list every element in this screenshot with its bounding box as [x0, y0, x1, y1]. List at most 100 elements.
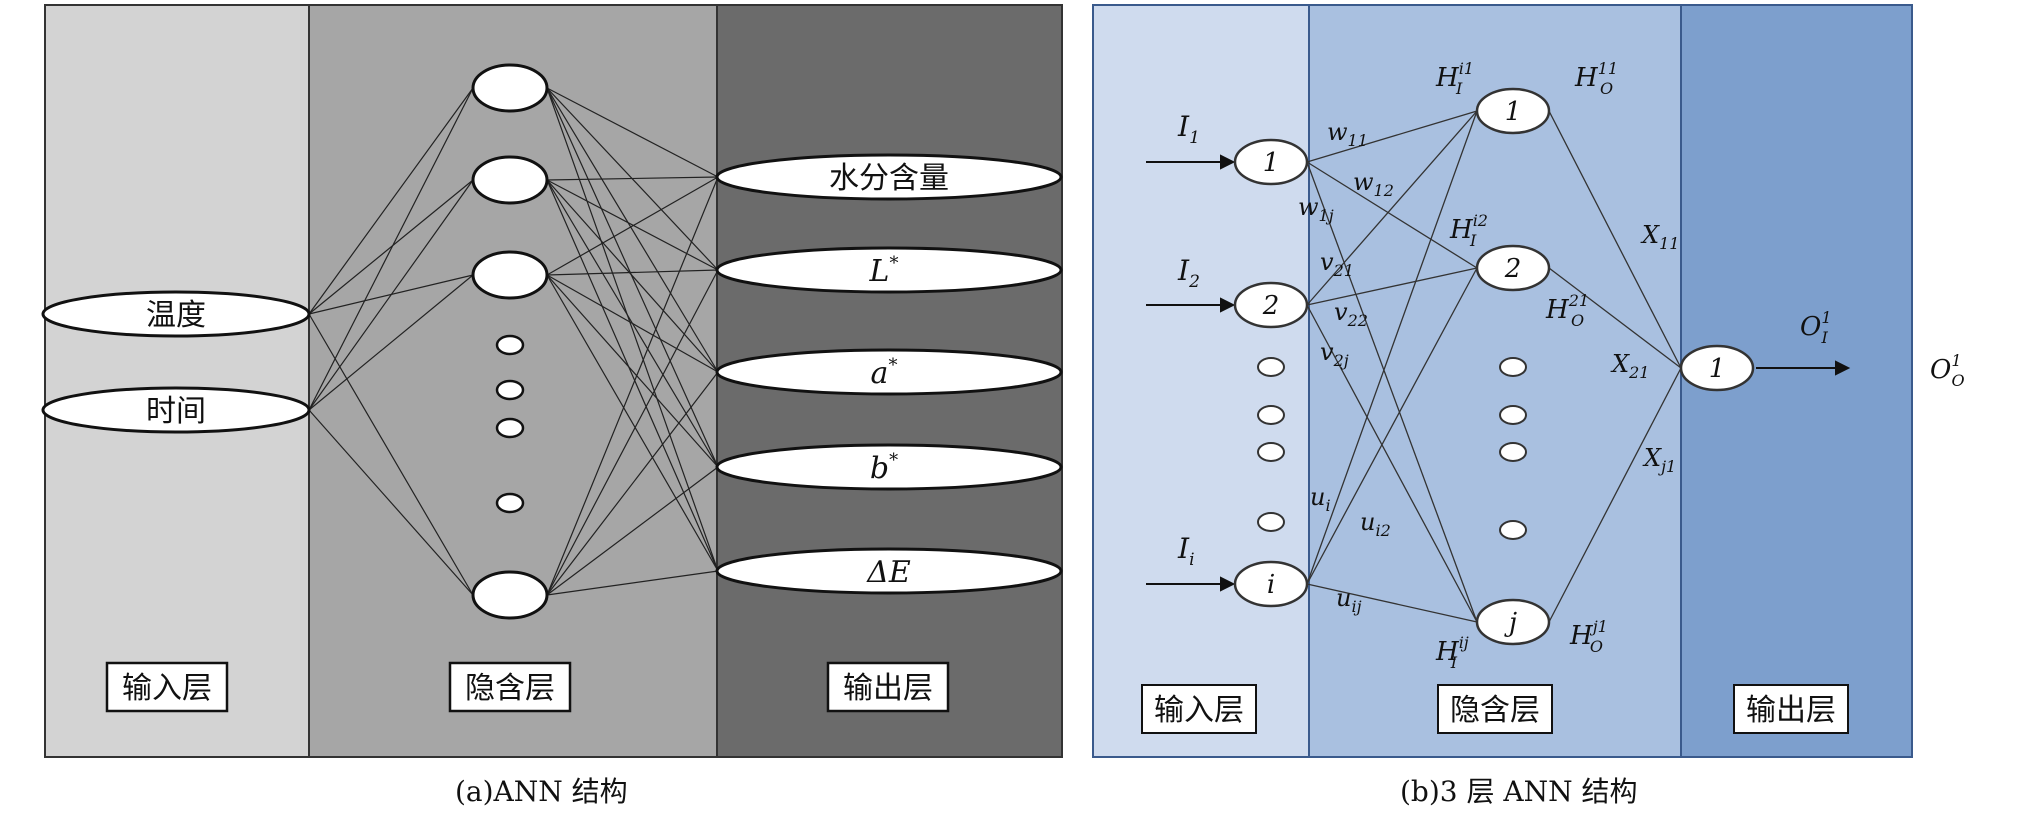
connection: [546, 269, 719, 276]
connection: [308, 87, 474, 315]
math-labels-b: I1 I2 Ii w11 w12 w1j v21 v22 v2j ui ui2 …: [1177, 59, 1965, 672]
layer-label-box: [826, 661, 950, 713]
layer-label-hidden: 隐含层: [1450, 693, 1540, 728]
diagram-a: 温度 时间 水分含量 L* a* b* ΔE 输入层 隐含层 输出层: [41, 4, 1063, 758]
weight-label: w11: [1327, 118, 1368, 150]
layer-label-hidden: 隐含层: [465, 671, 555, 706]
weight-label: w1j: [1298, 193, 1334, 225]
connection: [1306, 267, 1478, 585]
frame-b: [1092, 4, 1913, 758]
connection: [546, 87, 719, 572]
signal-label: I2: [1177, 254, 1200, 292]
connection: [546, 274, 719, 468]
signal-label: Ii: [1177, 532, 1195, 570]
ellipsis-dot: [1257, 357, 1285, 377]
connection: [308, 313, 474, 596]
connection: [308, 409, 474, 596]
output-node: [715, 246, 1063, 294]
connection: [546, 179, 719, 271]
hidden-node: [1475, 244, 1551, 292]
node-label: 1: [1263, 148, 1280, 178]
input-node-temperature: [41, 290, 311, 338]
layer-label-box: [1437, 684, 1553, 734]
output-label: a*: [871, 355, 898, 391]
hidden-nodes-a: [471, 63, 549, 620]
node-label: i: [1267, 570, 1275, 600]
output-node: [715, 348, 1063, 396]
weight-label: uij: [1336, 584, 1362, 616]
connection: [1548, 367, 1682, 623]
weight-label: Xj1: [1642, 444, 1676, 476]
node-label: 1: [1505, 97, 1522, 127]
connection: [546, 176, 719, 181]
input-node: [1233, 281, 1309, 329]
connection: [308, 274, 474, 411]
connection: [546, 176, 719, 276]
layer-label-box: [105, 661, 229, 713]
output-node: [715, 153, 1063, 201]
arrow-head: [1835, 360, 1851, 376]
ellipsis-dot: [495, 492, 525, 514]
input-node: [1233, 138, 1309, 186]
output-nodes-a: 水分含量 L* a* b* ΔE: [715, 153, 1063, 595]
ellipsis-dot: [1257, 512, 1285, 532]
connection: [546, 274, 719, 373]
connection: [1306, 583, 1478, 623]
input-node: [1233, 560, 1309, 608]
connection: [308, 179, 474, 411]
connection: [308, 87, 474, 411]
input-layer-panel-a: [45, 5, 309, 757]
connection: [1306, 110, 1478, 163]
output-node: [715, 547, 1063, 595]
connection: [546, 269, 719, 596]
layer-label-input: 输入层: [1154, 693, 1244, 728]
layer-label-box: [1733, 684, 1849, 734]
hidden-node: [471, 63, 549, 113]
layer-label-box: [1141, 684, 1257, 734]
signal-label: I1: [1177, 110, 1200, 148]
input-node-time: [41, 386, 311, 434]
arrow-head: [1220, 576, 1236, 592]
connection: [546, 87, 719, 178]
output-label: 水分含量: [829, 161, 949, 196]
connection: [546, 371, 719, 596]
weight-label: w12: [1353, 168, 1394, 200]
input-layer-panel-b: [1093, 5, 1309, 757]
hidden-node: [1475, 598, 1551, 646]
weight-label: ui2: [1360, 508, 1391, 540]
output-node: [1679, 344, 1755, 392]
ellipsis-dots-b: [1257, 357, 1527, 540]
connections-a: [308, 87, 719, 596]
layer-labels-a: 输入层 隐含层 输出层: [105, 661, 950, 713]
connection: [546, 466, 719, 596]
connections-b: [1306, 110, 1682, 623]
ellipsis-dot: [495, 379, 525, 401]
output-label: ΔE: [866, 555, 911, 590]
input-label: 温度: [146, 298, 206, 333]
caption-b: (b)3 层 ANN 结构: [1400, 775, 1638, 808]
ellipsis-dot: [1499, 357, 1527, 377]
caption-a: (a)ANN 结构: [455, 775, 628, 808]
connection: [1306, 110, 1478, 585]
layer-label-input: 输入层: [122, 671, 212, 706]
connection: [1306, 267, 1478, 306]
layer-label-output: 输出层: [1746, 693, 1836, 728]
diagram-b: 1 2 i 1 2 j 1 I1 I2 Ii w11 w12 w1j v21 v…: [1092, 4, 1965, 758]
ellipsis-dot: [1499, 520, 1527, 540]
weight-label: v22: [1334, 298, 1368, 330]
input-label: 时间: [146, 394, 206, 429]
connection: [308, 179, 474, 315]
weight-label: X11: [1640, 221, 1679, 253]
node-label: 1: [1709, 354, 1726, 384]
ellipsis-dot: [495, 334, 525, 356]
input-nodes-a: 温度 时间: [41, 290, 311, 434]
ellipsis-dot: [1257, 405, 1285, 425]
arrow-head: [1220, 154, 1236, 170]
connection: [546, 179, 719, 373]
hidden-node: [471, 250, 549, 300]
connection: [546, 87, 719, 468]
